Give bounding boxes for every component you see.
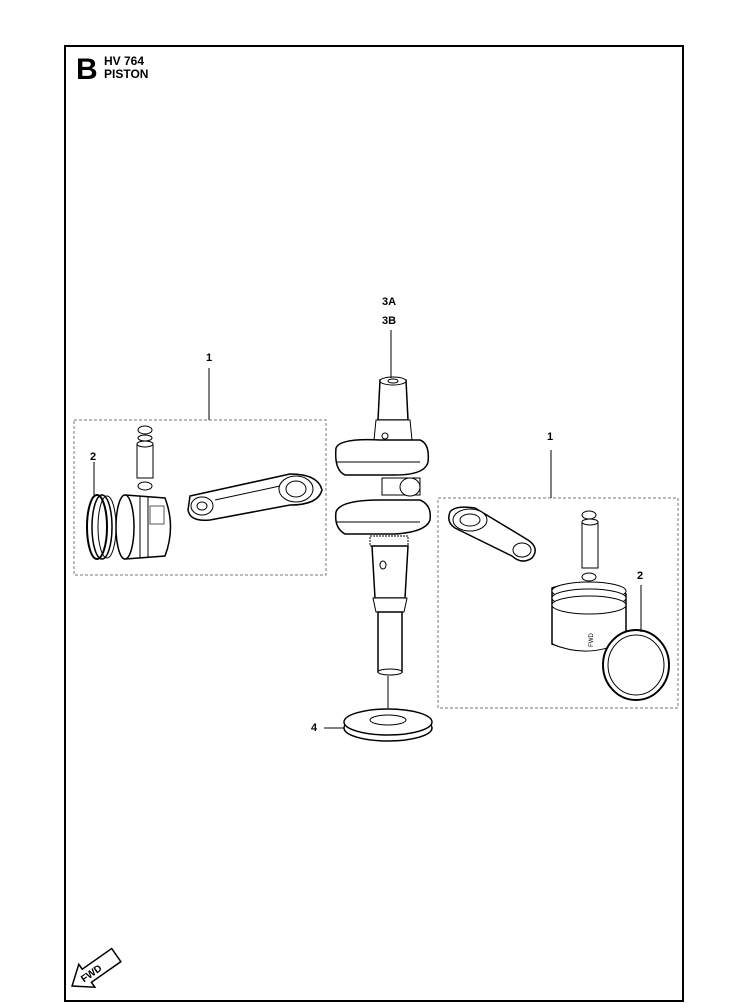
- left-assembly-box: [73, 419, 327, 576]
- right-assembly-box: [437, 497, 679, 709]
- callout-right-ring: 2: [637, 570, 644, 582]
- callout-crankshaft-3b: 3B: [382, 315, 397, 327]
- callout-left-assembly: 1: [206, 352, 213, 364]
- left-piston-pin: [136, 425, 154, 491]
- left-piston-rings: [86, 494, 117, 560]
- crankshaft-seal: [343, 708, 433, 742]
- right-piston: [551, 581, 627, 652]
- model-number: HV 764: [104, 54, 145, 68]
- section-letter: B: [76, 53, 98, 86]
- callout-seal: 4: [311, 722, 318, 734]
- piston-marking: FWD: [589, 633, 595, 647]
- left-connecting-rod: [187, 473, 323, 522]
- drawing-frame: [64, 45, 684, 1002]
- crankshaft: [334, 376, 432, 676]
- right-connecting-rod: [448, 506, 536, 562]
- fwd-arrow-icon: [71, 947, 122, 989]
- left-piston: [115, 494, 172, 560]
- page-title: PISTON: [104, 67, 149, 81]
- right-piston-ring: [602, 629, 670, 701]
- callout-right-assembly: 1: [547, 431, 554, 443]
- callout-left-ring: 2: [90, 451, 97, 463]
- callout-crankshaft-3a: 3A: [382, 296, 397, 308]
- right-piston-pin: [581, 510, 599, 582]
